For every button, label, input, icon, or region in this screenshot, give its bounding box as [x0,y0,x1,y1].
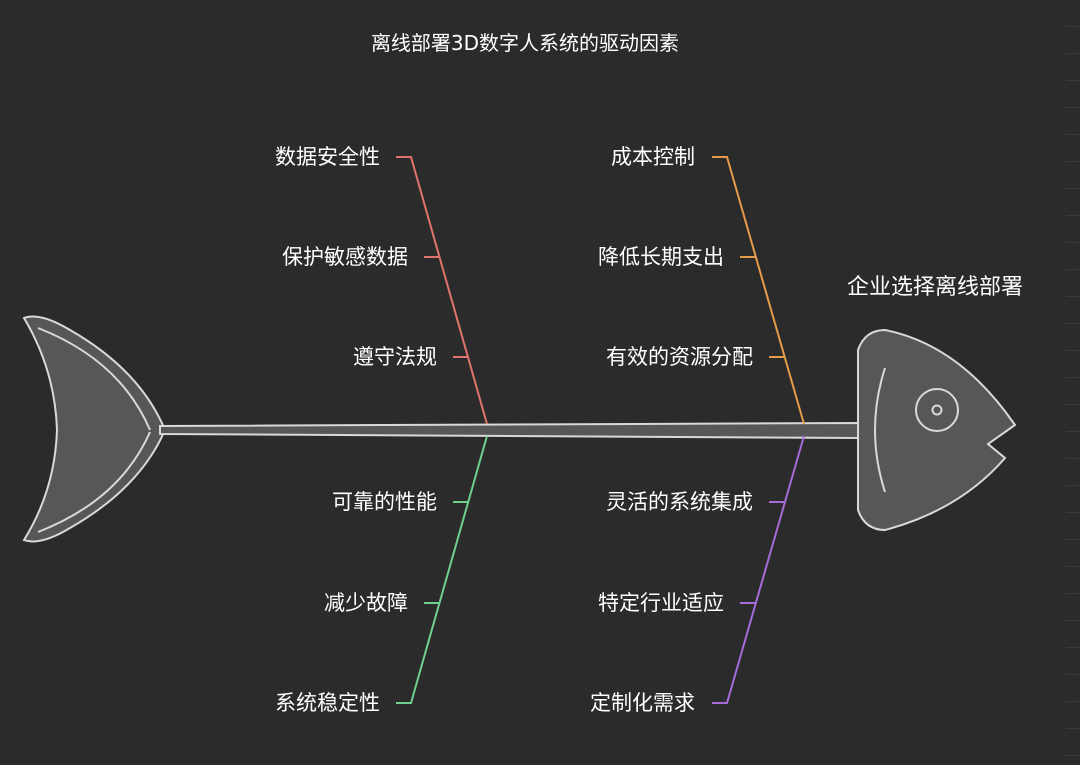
effect-label: 企业选择离线部署 [847,275,1023,300]
fish-spine [159,421,859,440]
bone-top-right: 成本控制 降低长期支出 有效的资源分配 [598,145,805,425]
cause-label: 系统稳定性 [275,691,380,715]
cause-label: 减少故障 [324,591,408,615]
cause-label: 特定行业适应 [598,591,724,615]
bone-bottom-right: 灵活的系统集成 特定行业适应 定制化需求 [590,435,805,715]
cause-label: 成本控制 [611,145,695,169]
bone-top-left: 数据安全性 保护敏感数据 遵守法规 [275,145,488,425]
fish-tail-inner-lower [37,431,151,533]
diagram-title: 离线部署3D数字人系统的驱动因素 [371,31,679,55]
cause-label: 有效的资源分配 [606,345,753,369]
cause-label: 遵守法规 [353,345,437,369]
fish-eye [915,388,959,432]
fish-tail-inner [37,327,151,431]
cause-label: 可靠的性能 [332,490,437,514]
cause-label: 降低长期支出 [598,245,724,269]
cause-label: 灵活的系统集成 [606,490,753,514]
cause-label: 定制化需求 [590,691,695,715]
fish-tail [22,315,167,543]
cause-label: 保护敏感数据 [282,245,408,269]
bone-bottom-left: 可靠的性能 减少故障 系统稳定性 [275,435,488,715]
cause-label: 数据安全性 [275,145,380,169]
canvas-grid-edge [1066,0,1080,765]
fish-gill [874,367,886,493]
fish-eye-pupil [931,404,943,416]
